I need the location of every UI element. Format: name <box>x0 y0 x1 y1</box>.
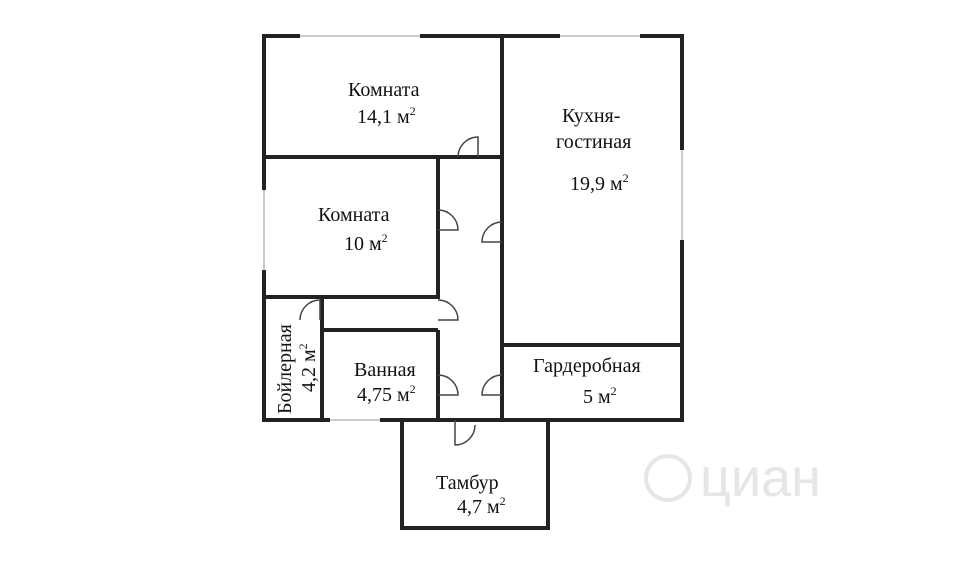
door-room2 <box>437 209 459 231</box>
door-kitchen <box>481 221 503 243</box>
vestibule-area: 4,7 м2 <box>457 494 506 518</box>
door-corridor <box>437 299 459 321</box>
cian-watermark: циан <box>644 448 821 508</box>
kitchen-name-2: гостиная <box>556 131 631 153</box>
door-room1 <box>457 136 479 158</box>
boiler-label: Бойлерная 4,2 м2 <box>274 324 320 414</box>
room1-area: 14,1 м2 <box>357 104 416 128</box>
wardrobe-area: 5 м2 <box>583 384 617 408</box>
vestibule-walls <box>400 420 550 530</box>
door-boiler <box>299 299 321 321</box>
room2-name: Комната <box>318 204 390 226</box>
vestibule-name: Тамбур <box>436 472 499 494</box>
door-wardrobe <box>481 374 503 396</box>
doors <box>299 136 503 446</box>
kitchen-name-1: Кухня- <box>562 105 620 127</box>
watermark-logo-icon <box>644 454 692 502</box>
bath-name: Ванная <box>354 359 416 381</box>
room2-walls <box>264 155 440 299</box>
wardrobe-name: Гардеробная <box>533 355 641 377</box>
watermark-text: циан <box>700 448 821 508</box>
door-bath <box>437 374 459 396</box>
door-vestibule <box>454 420 476 446</box>
windows <box>261 33 685 423</box>
boiler-name: Бойлерная <box>274 324 296 414</box>
room2-area: 10 м2 <box>344 231 388 255</box>
room1-name: Комната <box>348 79 420 101</box>
kitchen-area: 19,9 м2 <box>570 171 629 195</box>
bath-area: 4,75 м2 <box>357 382 416 406</box>
boiler-area: 4,2 м2 <box>296 343 320 392</box>
